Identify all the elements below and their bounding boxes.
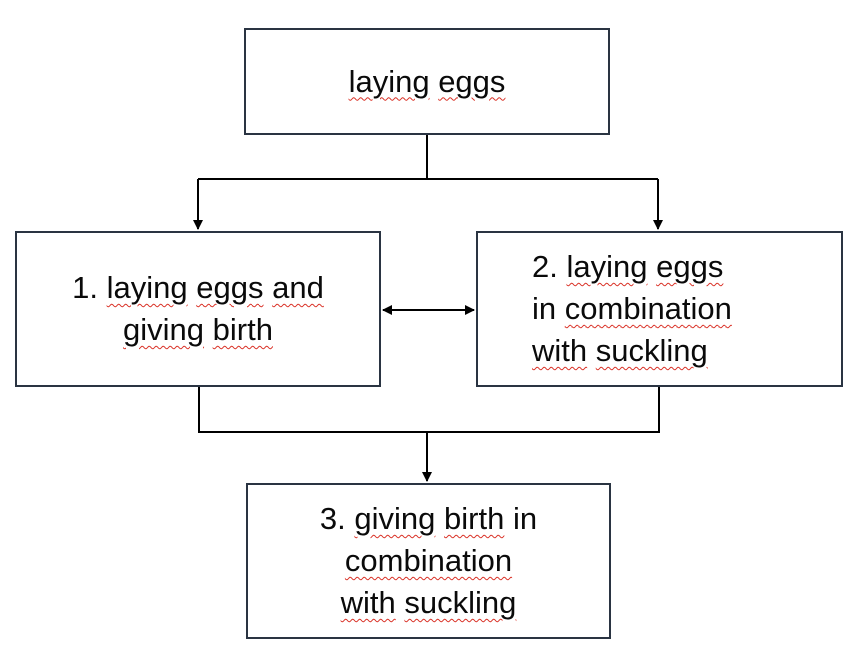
node-text-line: 1. laying eggs and — [72, 267, 324, 309]
word: laying — [348, 63, 430, 99]
node-option-1: 1. laying eggs and giving birth — [15, 231, 381, 387]
node-text-line: with suckling — [341, 582, 517, 624]
word: giving — [354, 501, 436, 536]
word: laying — [106, 270, 188, 305]
word: and — [272, 270, 324, 305]
word — [263, 270, 272, 305]
word: birth — [444, 501, 505, 536]
node-laying-eggs: laying eggs — [244, 28, 610, 135]
node-option-2: 2. laying eggs in combination with suckl… — [476, 231, 843, 387]
word: in — [504, 501, 538, 536]
word — [587, 333, 596, 368]
word — [204, 312, 213, 347]
node-text-line: 3. giving birth in — [320, 498, 537, 540]
node-text-line: in combination — [532, 288, 732, 330]
word — [188, 270, 197, 305]
word — [435, 501, 444, 536]
word: laying — [566, 249, 648, 284]
node-option-3: 3. giving birth in combination with suck… — [246, 483, 611, 639]
word: in — [532, 291, 565, 326]
word: eggs — [438, 63, 506, 99]
word: suckling — [404, 585, 517, 620]
node-text-line: with suckling — [532, 330, 708, 372]
word: giving — [123, 312, 205, 347]
node-text-line: 2. laying eggs — [532, 246, 723, 288]
node-text-line: combination — [345, 540, 512, 582]
word: eggs — [656, 249, 724, 284]
word: 1. — [72, 270, 107, 305]
word: combination — [564, 291, 732, 326]
word: combination — [344, 543, 513, 578]
node-text-line: laying eggs — [349, 61, 506, 103]
word: 2. — [532, 249, 567, 284]
word — [430, 64, 439, 99]
word: eggs — [196, 270, 264, 305]
word: with — [532, 333, 588, 368]
word: 3. — [319, 501, 355, 536]
word: suckling — [595, 333, 708, 368]
word: birth — [212, 312, 273, 347]
word — [647, 249, 656, 284]
node-text-line: giving birth — [123, 309, 273, 351]
word: with — [340, 585, 396, 620]
